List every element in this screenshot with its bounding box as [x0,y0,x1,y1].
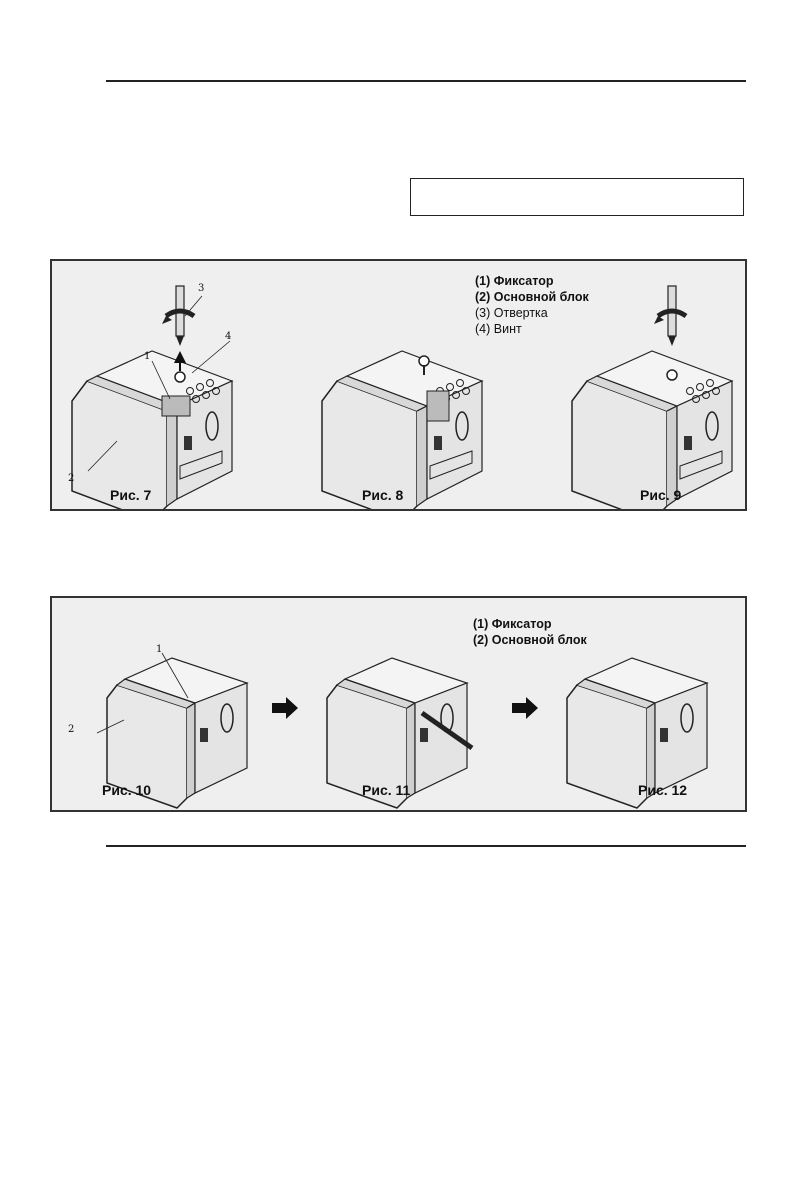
legend-item-latch: (1) Фиксатор [475,274,554,288]
fig11-screwdriver [420,710,474,751]
legend-item-latch: (1) Фиксатор [473,617,552,631]
bottom-divider [106,845,746,847]
fig8-screw [418,355,430,367]
legend-item-main-unit: (2) Основной блок [473,633,587,647]
empty-frame [410,178,744,216]
callout-2: 2 [68,473,75,484]
callout-1: 1 [144,351,151,362]
arrow-fig10-to-11 [272,697,298,719]
legend-item-screw: (4) Винт [475,322,522,336]
caption-fig12: Рис. 12 [638,782,688,798]
fig7-screw [174,371,186,383]
callout-4: 4 [225,331,232,342]
callout-3: 3 [198,283,205,294]
callout-2: 2 [68,724,75,735]
fig7-latch [161,395,191,417]
fig8-latch [426,390,450,422]
arrow-fig11-to-12 [512,697,538,719]
legend-item-main-unit: (2) Основной блок [475,290,589,304]
caption-fig9: Рис. 9 [640,487,682,503]
figure-panel-installation: (1) Фиксатор (2) Основной блок (3) Отвер… [50,259,747,511]
figure-panel-removal: (1) Фиксатор (2) Основной блок 1 2 Рис. … [50,596,747,812]
legend-fig7-9: (1) Фиксатор (2) Основной блок (3) Отвер… [475,273,589,337]
fig7-unit-drawing [71,350,233,509]
callout-1: 1 [156,644,163,655]
top-divider [106,80,746,82]
fig7-screwdriver [162,286,194,346]
fig9-screwdriver [654,286,686,346]
illustration-fig7-9 [71,261,733,509]
legend-fig10-12: (1) Фиксатор (2) Основной блок [473,616,587,648]
caption-fig11: Рис. 11 [362,782,411,798]
caption-fig7: Рис. 7 [110,487,152,503]
fig9-screw [666,369,678,381]
caption-fig8: Рис. 8 [362,487,404,503]
legend-item-screwdriver: (3) Отвертка [475,306,548,320]
caption-fig10: Рис. 10 [102,782,152,798]
illustration-fig10-12 [96,652,708,809]
